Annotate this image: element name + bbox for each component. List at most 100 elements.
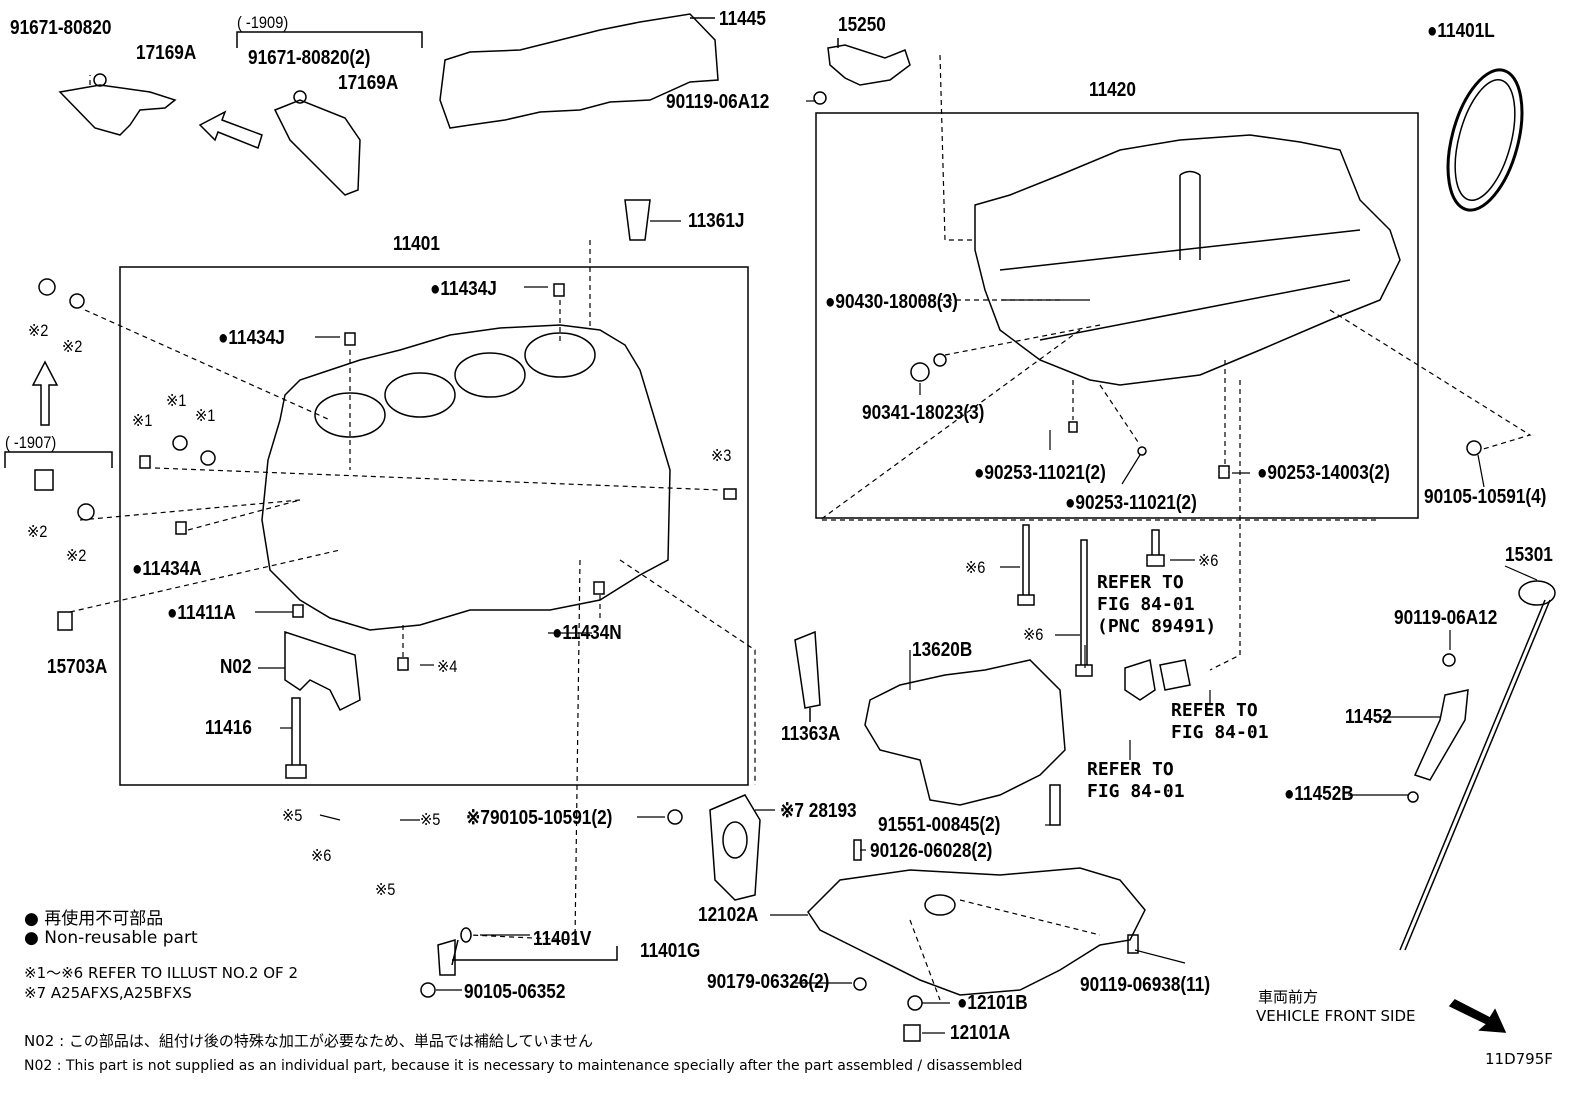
label-90253-11021-b: ●90253-11021(2): [1065, 492, 1197, 514]
cylinder-block-group-box: [119, 266, 749, 786]
label-91671-80820: 91671-80820: [10, 17, 112, 39]
label-11416: 11416: [205, 717, 252, 739]
label-11420: 11420: [1089, 79, 1136, 101]
label-90105-06352: 90105-06352: [464, 981, 566, 1003]
oil-seal-11401L: [1446, 68, 1524, 212]
label-mark2-b: ※2: [62, 337, 83, 356]
oil-pan-12102A: [807, 867, 1146, 996]
gasket-28193: [709, 794, 761, 901]
label-mark5-c: ※5: [375, 880, 396, 899]
arrow-left-icon: [198, 110, 263, 149]
refer-line: FIG 84-01: [1097, 594, 1195, 615]
dipstick-guide-11452: [1413, 689, 1469, 781]
label-90119-06938: 90119-06938(11): [1080, 974, 1211, 996]
label-11434N: ●11434N: [552, 622, 622, 644]
label-17169A: 17169A: [136, 42, 197, 64]
label-mark4: ※4: [437, 657, 458, 676]
label-90179-06326: 90179-06326(2): [707, 971, 830, 993]
legend-non-reusable-jp: ● 再使用不可部品: [24, 909, 164, 929]
label-mark2-a: ※2: [28, 321, 49, 340]
label-12101B: ●12101B: [957, 992, 1028, 1014]
label-91671-80820-2: 91671-80820(2): [248, 47, 371, 69]
oil-pump-13620B: [864, 659, 1066, 806]
dipstick-15301: [1399, 599, 1551, 951]
label-15703A: 15703A: [47, 656, 108, 678]
label-11445: 11445: [719, 8, 766, 30]
label-mark2-d: ※2: [66, 546, 87, 565]
label-90119-06A12: 90119-06A12: [666, 91, 770, 113]
gasket-11363A: [794, 630, 821, 709]
label-90253-14003: ●90253-14003(2): [1257, 462, 1390, 484]
vehicle-front-jp: 車両前方: [1258, 988, 1319, 1006]
label-mark6-d: ※6: [311, 846, 332, 865]
note-n02-jp: N02 : この部品は、組付け後の特殊な加工が必要なため、単品では補給していませ…: [24, 1032, 594, 1050]
label-range-1907: ( -1907): [5, 433, 57, 452]
bolt-1: [1017, 524, 1035, 606]
label-91551-00845: 91551-00845(2): [878, 814, 1001, 836]
label-90341-18023: 90341-18023(3): [862, 402, 985, 424]
bolt-3: [1146, 529, 1165, 567]
label-N02: N02: [220, 656, 252, 678]
label-mark1-c: ※1: [132, 411, 153, 430]
note-n02-en: N02 : This part is not supplied as an in…: [24, 1058, 1023, 1074]
label-12101A: 12101A: [950, 1022, 1011, 1044]
label-11401L: ●11401L: [1427, 20, 1495, 42]
label-mark1-a: ※1: [166, 391, 187, 410]
timing-cover-part: [439, 13, 719, 129]
label-range-1909: ( -1909): [237, 13, 289, 32]
label-11452B: ●11452B: [1284, 783, 1354, 805]
label-mark5-b: ※5: [420, 810, 441, 829]
refer-note-a: REFER TO FIG 84-01 (PNC 89491): [1097, 572, 1216, 638]
vehicle-front-arrow-icon: [1448, 999, 1507, 1033]
oil-pan-upper: [974, 134, 1401, 386]
refer-line: (PNC 89491): [1097, 616, 1217, 637]
legend-non-reusable-en: ● Non-reusable part: [24, 928, 198, 948]
label-90105-10591-2: ※790105-10591(2): [466, 807, 613, 829]
range-bracket-1907: [4, 451, 113, 468]
label-11434J-b: ●11434J: [218, 327, 285, 349]
label-90253-11021-a: ●90253-11021(2): [974, 462, 1106, 484]
refer-line: FIG 84-01: [1087, 781, 1185, 802]
oil-pan-upper-group-box: [815, 112, 1419, 519]
refer-line: FIG 84-01: [1171, 722, 1269, 743]
label-mark6-a: ※6: [965, 558, 986, 577]
label-15301: 15301: [1505, 544, 1553, 566]
label-17169A-b: 17169A: [338, 72, 399, 94]
label-11401V: 11401V: [533, 928, 592, 950]
refer-line: REFER TO: [1097, 572, 1184, 593]
refer-line: REFER TO: [1171, 700, 1258, 721]
oil-strainer-part: [1124, 659, 1191, 701]
range-bracket-1909: [236, 31, 423, 48]
oil-control-valve: [827, 44, 911, 86]
bracket-17169A-b: [273, 99, 361, 196]
legend-engine-note: ※7 A25AFXS,A25BFXS: [24, 984, 192, 1002]
label-11401G: 11401G: [640, 940, 701, 962]
arrow-up-icon: [31, 360, 59, 426]
label-11363A: 11363A: [781, 723, 841, 745]
label-11411A: ●11411A: [167, 602, 236, 624]
label-90105-10591-4: 90105-10591(4): [1424, 486, 1547, 508]
cylinder-block: [261, 324, 671, 631]
label-90119-06A12-b: 90119-06A12: [1394, 607, 1498, 629]
refer-note-c: REFER TO FIG 84-01: [1087, 759, 1185, 803]
label-11434J-a: ●11434J: [430, 278, 497, 300]
vehicle-front-en: VEHICLE FRONT SIDE: [1256, 1007, 1416, 1025]
label-13620B: 13620B: [912, 639, 973, 661]
refer-note-b: REFER TO FIG 84-01: [1171, 700, 1269, 744]
bearing-cap-N02: [284, 630, 361, 712]
legend-refer-note: ※1～※6 REFER TO ILLUST NO.2 OF 2: [24, 964, 298, 982]
label-11361J: 11361J: [688, 210, 745, 232]
bracket-17169A: [58, 84, 177, 136]
label-11434A: ●11434A: [132, 558, 202, 580]
label-mark6-b: ※6: [1198, 551, 1219, 570]
label-12102A: 12102A: [698, 904, 759, 926]
bolt-2: [1075, 539, 1093, 677]
label-90430-18008: ●90430-18008(3): [825, 291, 958, 313]
label-mark2-c: ※2: [27, 522, 48, 541]
illustration-id: 11D795F: [1485, 1050, 1553, 1068]
label-mark3: ※3: [711, 446, 732, 465]
label-15250: 15250: [838, 14, 886, 36]
label-mark5-a: ※5: [282, 806, 303, 825]
label-mark6-c: ※6: [1023, 625, 1044, 644]
